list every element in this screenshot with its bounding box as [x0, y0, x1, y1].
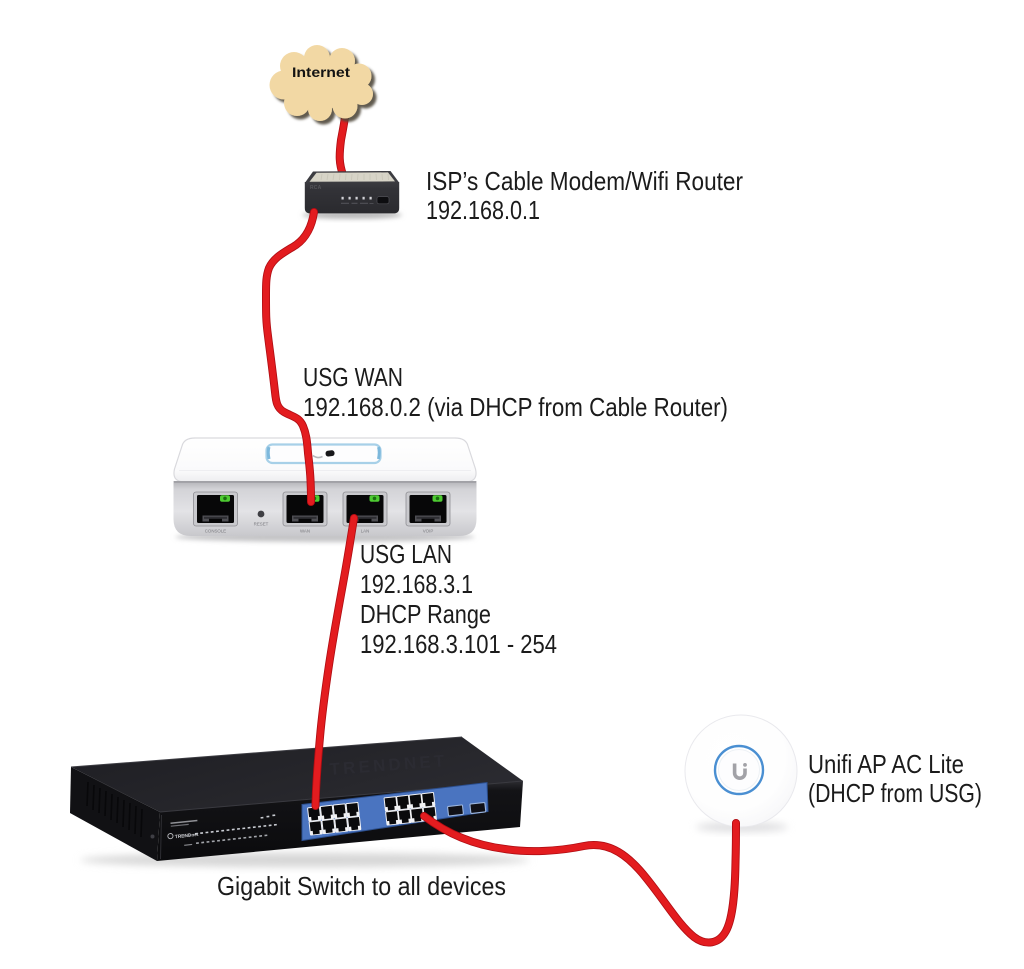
svg-text:LAN: LAN [361, 529, 370, 534]
svg-text:DHCP Range: DHCP Range [360, 599, 491, 629]
svg-text:USG WAN: USG WAN [303, 362, 403, 392]
svg-text:192.168.3.1: 192.168.3.1 [360, 569, 473, 599]
svg-text:CONSOLE: CONSOLE [205, 529, 227, 534]
svg-text:RESET: RESET [254, 522, 269, 527]
svg-text:(DHCP from USG): (DHCP from USG) [808, 778, 982, 808]
svg-text:192.168.0.1: 192.168.0.1 [426, 195, 540, 225]
svg-text:Gigabit Switch to all devices: Gigabit Switch to all devices [217, 871, 506, 901]
svg-text:USG LAN: USG LAN [360, 539, 452, 569]
svg-text:TRENDnet: TRENDnet [175, 832, 200, 840]
svg-text:WAN: WAN [300, 529, 310, 534]
svg-text:RCA: RCA [310, 185, 322, 191]
svg-text:192.168.3.101 - 254: 192.168.3.101 - 254 [360, 629, 557, 659]
svg-text:Unifi AP AC Lite: Unifi AP AC Lite [808, 749, 964, 779]
svg-text:Internet: Internet [292, 65, 351, 80]
svg-text:192.168.0.2 (via DHCP from Cab: 192.168.0.2 (via DHCP from Cable Router) [303, 392, 728, 422]
svg-text:VOIP: VOIP [423, 529, 434, 534]
svg-text:ISP’s Cable Modem/Wifi Router: ISP’s Cable Modem/Wifi Router [426, 166, 743, 196]
